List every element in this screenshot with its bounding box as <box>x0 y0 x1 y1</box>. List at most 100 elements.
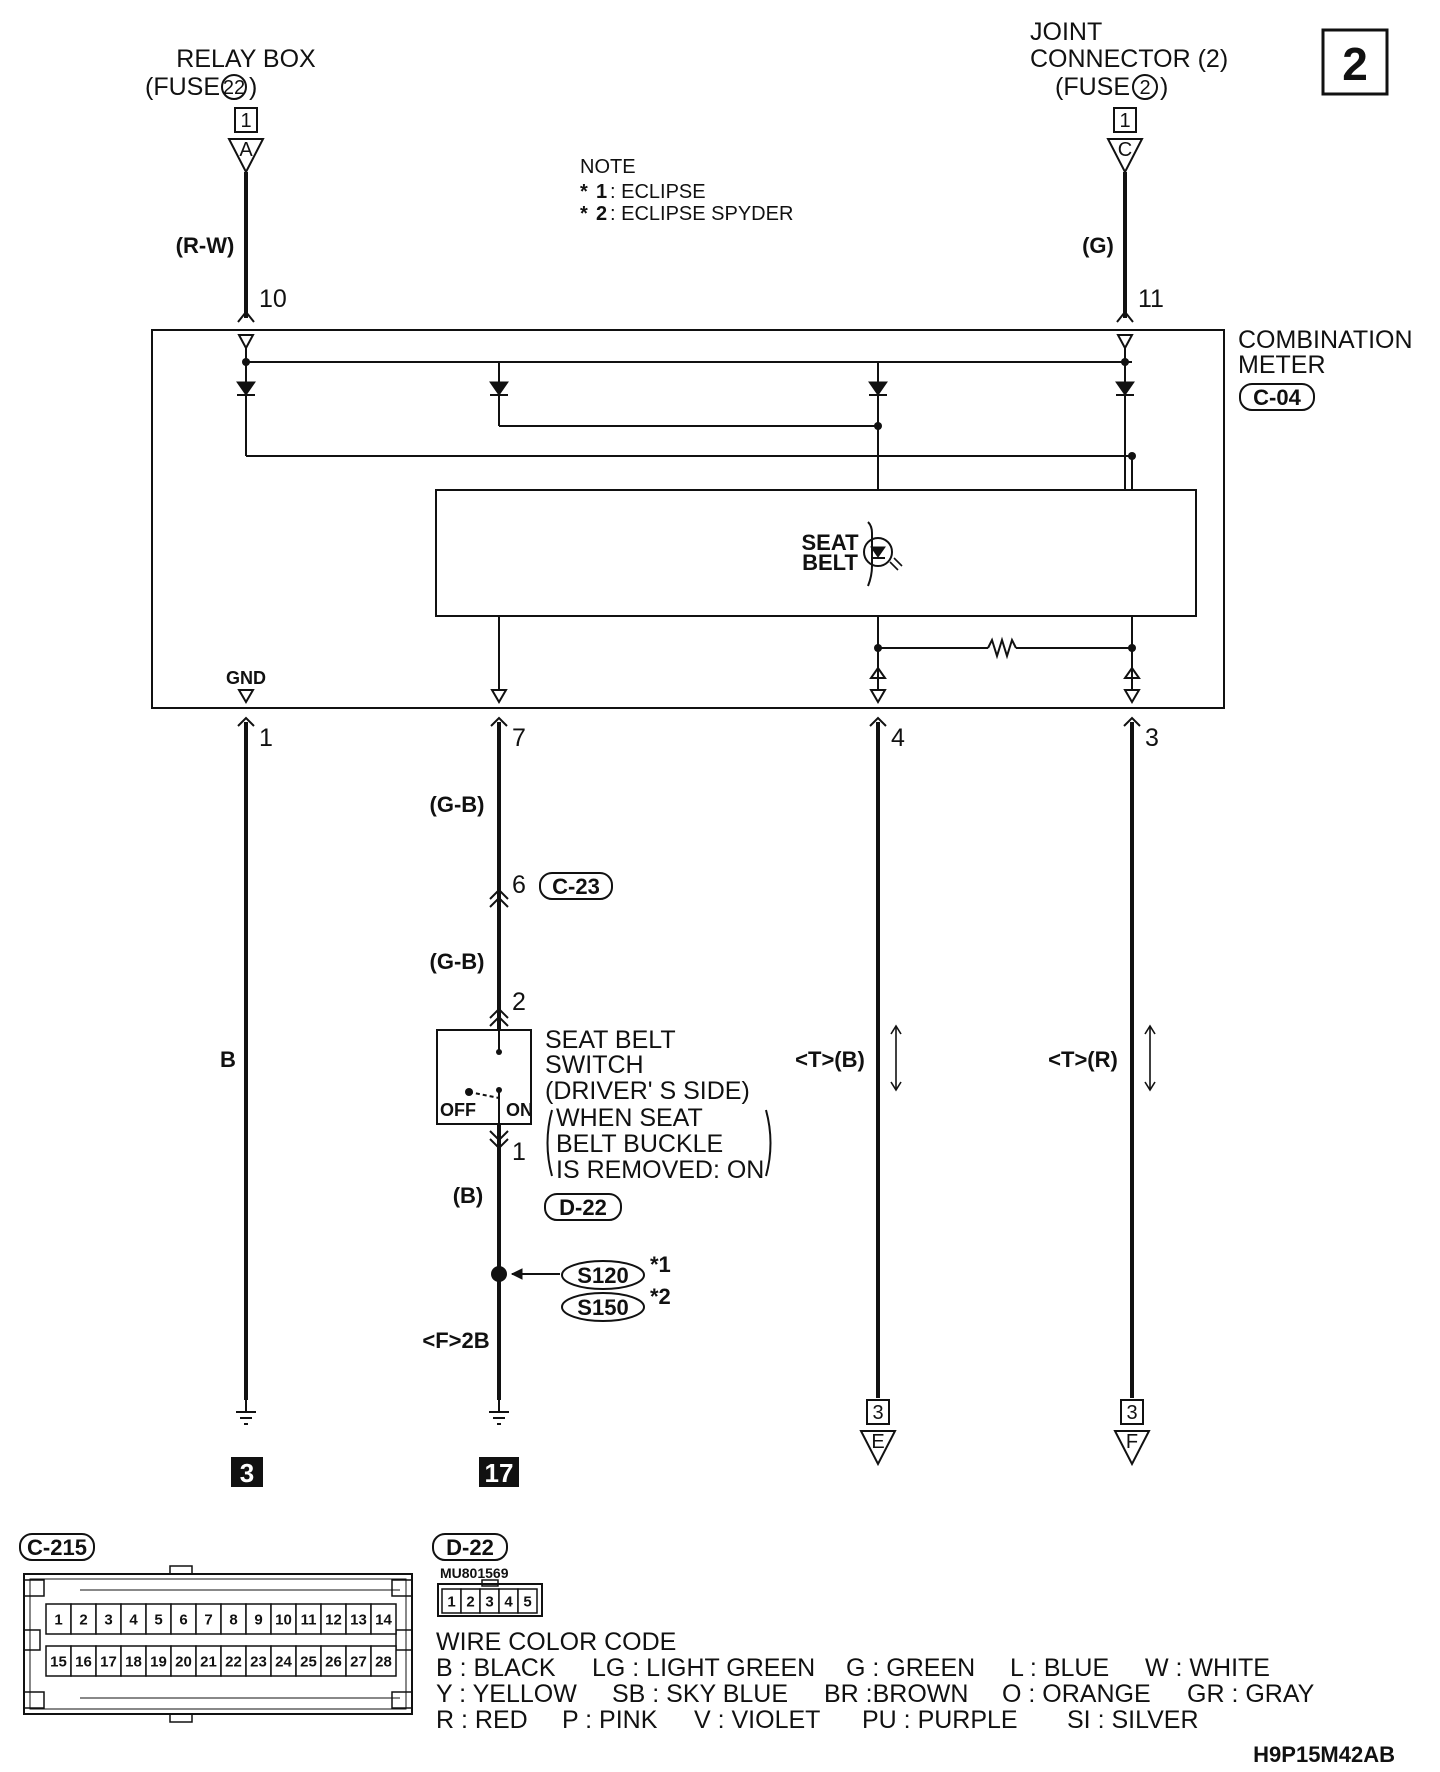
combination-meter-box <box>151 329 1225 709</box>
d22-connector-face <box>437 1583 543 1617</box>
figure-id: H9P15M42AB <box>1253 1742 1395 1767</box>
wire-color-t-r: <T>(R) <box>1048 1047 1118 1072</box>
pin-11-terminal <box>1116 310 1134 323</box>
joint-fuse-circle <box>1132 74 1158 100</box>
connector-pin-number: 20 <box>175 1653 192 1670</box>
connector-pin-number: 21 <box>200 1653 217 1670</box>
legend-item: R : RED <box>436 1706 528 1734</box>
continuation-f-box <box>1120 1399 1144 1425</box>
pin-7: 7 <box>512 724 526 752</box>
pin-1-terminal <box>237 716 255 727</box>
switch-on-label: ON <box>506 1100 533 1120</box>
connector-pin-number: 27 <box>350 1653 367 1670</box>
connector-pin-number: 11 <box>301 1611 317 1628</box>
meter-terminal-10 <box>237 334 255 351</box>
page-number-box <box>1321 28 1389 96</box>
switch-pin2-mark-a <box>489 1007 509 1019</box>
relay-box-label: RELAY BOX <box>176 45 316 73</box>
splice-arrow-icon <box>510 1268 523 1280</box>
connector-pin-number: 19 <box>150 1653 167 1670</box>
connector-pin-cell <box>270 1603 297 1635</box>
ground-symbol-icon <box>489 1400 509 1425</box>
connector-pin-cell <box>45 1603 72 1635</box>
inline-connector-mark-a <box>489 888 509 900</box>
legend-item: O : ORANGE <box>1002 1680 1151 1708</box>
connector-pin-cell <box>120 1603 147 1635</box>
condition-bracket-left <box>546 1109 553 1177</box>
legend-item: LG : LIGHT GREEN <box>592 1654 815 1682</box>
connector-pin-number: 12 <box>325 1611 342 1628</box>
connector-pin-cell <box>220 1645 247 1677</box>
seat-belt-switch-box <box>436 1029 532 1125</box>
bidirectional-arrow-icon <box>1144 1024 1156 1092</box>
wire-color-t-b: <T>(B) <box>795 1047 865 1072</box>
joint-connector-label: CONNECTOR (2) <box>1030 45 1228 73</box>
switch-pin1-mark-a <box>489 1130 509 1142</box>
switch-condition-1: WHEN SEAT <box>556 1104 703 1132</box>
diode-3-icon <box>868 381 888 396</box>
wire-color-b: B <box>220 1047 236 1072</box>
switch-label-1: SEAT BELT <box>545 1026 676 1054</box>
connector-view-label-d-22: D-22 <box>446 1535 494 1560</box>
pin-4: 4 <box>891 724 905 752</box>
joint-ref-number: 1 <box>1119 110 1130 132</box>
note-star-1: * <box>580 181 588 203</box>
switch-pin-2: 2 <box>512 988 526 1016</box>
connector-pin-number: 2 <box>466 1593 474 1610</box>
connector-pin-number: 9 <box>254 1611 262 1628</box>
pin-11: 11 <box>1138 285 1164 313</box>
splice-tag-s150 <box>561 1292 645 1322</box>
pin-4-terminal <box>869 716 887 727</box>
continuation-f-page: 3 <box>1126 1402 1137 1424</box>
connector-pin-cell <box>345 1603 372 1635</box>
wire-color-g-b-2: (G-B) <box>430 949 485 974</box>
wire-color-g-b-1: (G-B) <box>430 792 485 817</box>
connector-tag-c-04 <box>1239 383 1315 411</box>
d22-part-number: MU801569 <box>440 1565 509 1581</box>
connector-pin-number: 15 <box>50 1653 67 1670</box>
legend-title: WIRE COLOR CODE <box>436 1628 676 1656</box>
note-block: NOTE * 1 : ECLIPSE * 2 : ECLIPSE SPYDER <box>580 156 793 225</box>
splice-label-s150: S150 <box>577 1295 628 1320</box>
meter-label: METER <box>1238 351 1326 379</box>
pin-1: 1 <box>259 724 273 752</box>
connector-pin-cell <box>320 1645 347 1677</box>
connector-pin-number: 6 <box>179 1611 187 1628</box>
pin-10-terminal <box>237 310 255 323</box>
meter-terminal-3a <box>1123 666 1141 679</box>
connector-pin-number: 10 <box>275 1611 292 1628</box>
wire-color-r-w: (R-W) <box>176 233 235 258</box>
connector-pin-cell <box>370 1603 397 1635</box>
legend-item: SB : SKY BLUE <box>612 1680 788 1708</box>
inline-connector-mark-b <box>489 896 509 908</box>
ground-point-17: 17 <box>485 1458 514 1488</box>
note-num-2: 2 <box>596 203 607 225</box>
joint-ref-box <box>1113 107 1137 133</box>
connector-pin-number: 18 <box>125 1653 142 1670</box>
legend-item: V : VIOLET <box>694 1706 820 1734</box>
connector-pin-number: 26 <box>325 1653 342 1670</box>
continuation-e-box <box>866 1399 890 1425</box>
continuation-f-letter: F <box>1126 1431 1138 1453</box>
diode-2-icon <box>489 381 509 396</box>
connector-label-c-215: C-215 <box>27 1535 87 1560</box>
pin-10: 10 <box>259 285 287 313</box>
splice-tag-s120 <box>561 1260 645 1290</box>
wire-color-legend: WIRE COLOR CODE B : BLACK LG : LIGHT GRE… <box>436 1628 1315 1734</box>
note-star-2: * <box>580 203 588 225</box>
continuation-e-letter: E <box>871 1431 884 1453</box>
switch-label-2: SWITCH <box>545 1051 644 1079</box>
switch-condition-3: IS REMOVED: ON <box>556 1156 764 1184</box>
continuation-f-arrow <box>1113 1430 1151 1467</box>
ground-point-17-box <box>479 1457 519 1487</box>
connector-pin-number: 22 <box>225 1653 242 1670</box>
relay-box-ref-box <box>234 107 258 133</box>
fuse-number-circle <box>221 74 247 100</box>
legend-item: L : BLUE <box>1010 1654 1109 1682</box>
wire-color-b-2: (B) <box>453 1183 484 1208</box>
switch-pin1-mark-b <box>489 1138 509 1150</box>
connector-tag-c-215 <box>19 1533 95 1561</box>
connector-tag-d-22 <box>544 1193 622 1221</box>
connector-pin-number: 5 <box>523 1593 531 1610</box>
c215-connector-face <box>23 1565 413 1723</box>
